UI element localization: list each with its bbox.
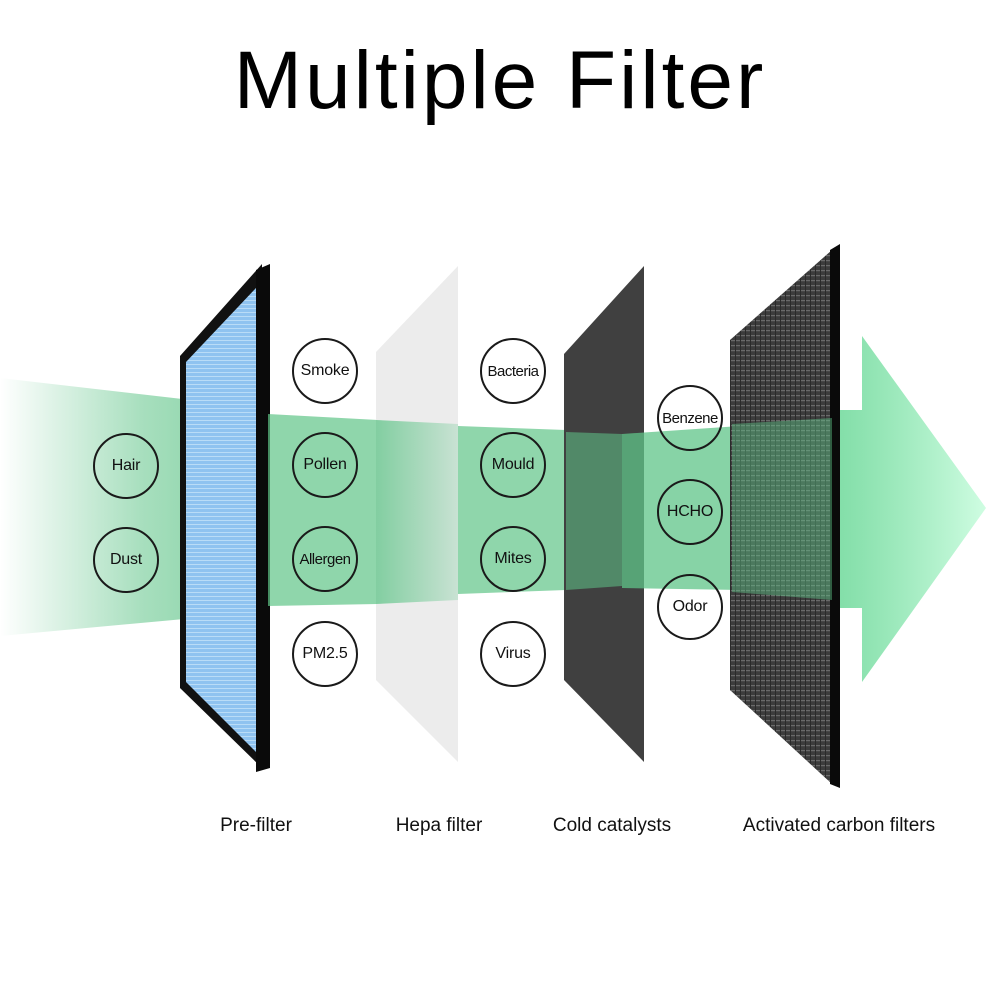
- capture-mould: Mould: [480, 432, 546, 498]
- capture-mites: Mites: [480, 526, 546, 592]
- capture-pollen: Pollen: [292, 432, 358, 498]
- label-hepa-filter: Hepa filter: [395, 815, 483, 836]
- clean-air-arrow: [840, 336, 986, 682]
- capture-benzene: Benzene: [657, 385, 723, 451]
- capture-virus: Virus: [480, 621, 546, 687]
- capture-pm25: PM2.5: [292, 621, 358, 687]
- capture-bacteria: Bacteria: [480, 338, 546, 404]
- pre-filter-panel: [180, 264, 270, 772]
- page-title: Multiple Filter: [233, 35, 767, 126]
- capture-smoke: Smoke: [292, 338, 358, 404]
- air-stream-through-catalyst: [566, 432, 622, 590]
- label-activated-carbon-filters: Activated carbon filters: [742, 815, 936, 836]
- capture-dust: Dust: [93, 527, 159, 593]
- label-cold-catalysts: Cold catalysts: [552, 815, 672, 836]
- capture-hair: Hair: [93, 433, 159, 499]
- activated-carbon-panel: [730, 244, 840, 788]
- air-stream-through-hepa: [376, 420, 458, 604]
- capture-allergen: Allergen: [292, 526, 358, 592]
- air-stream-through-carbon: [732, 418, 832, 600]
- capture-hcho: HCHO: [657, 479, 723, 545]
- label-pre-filter: Pre-filter: [220, 815, 292, 836]
- capture-odor: Odor: [657, 574, 723, 640]
